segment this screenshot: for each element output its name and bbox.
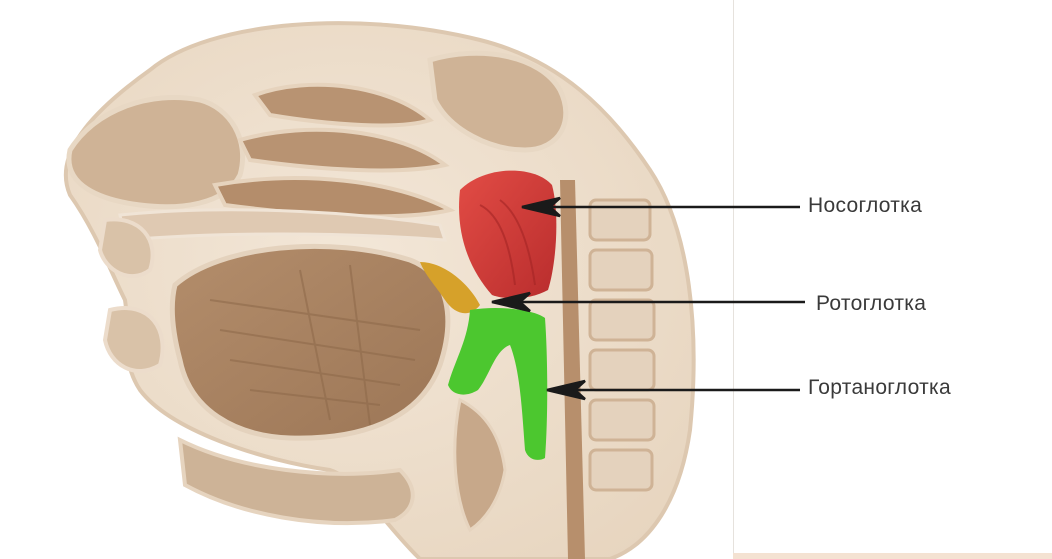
label-oropharynx: Ротоглотка [816, 292, 926, 316]
label-nasopharynx: Носоглотка [808, 194, 922, 218]
tongue [172, 246, 448, 438]
label-laryngopharynx: Гортаноглотка [808, 376, 951, 400]
